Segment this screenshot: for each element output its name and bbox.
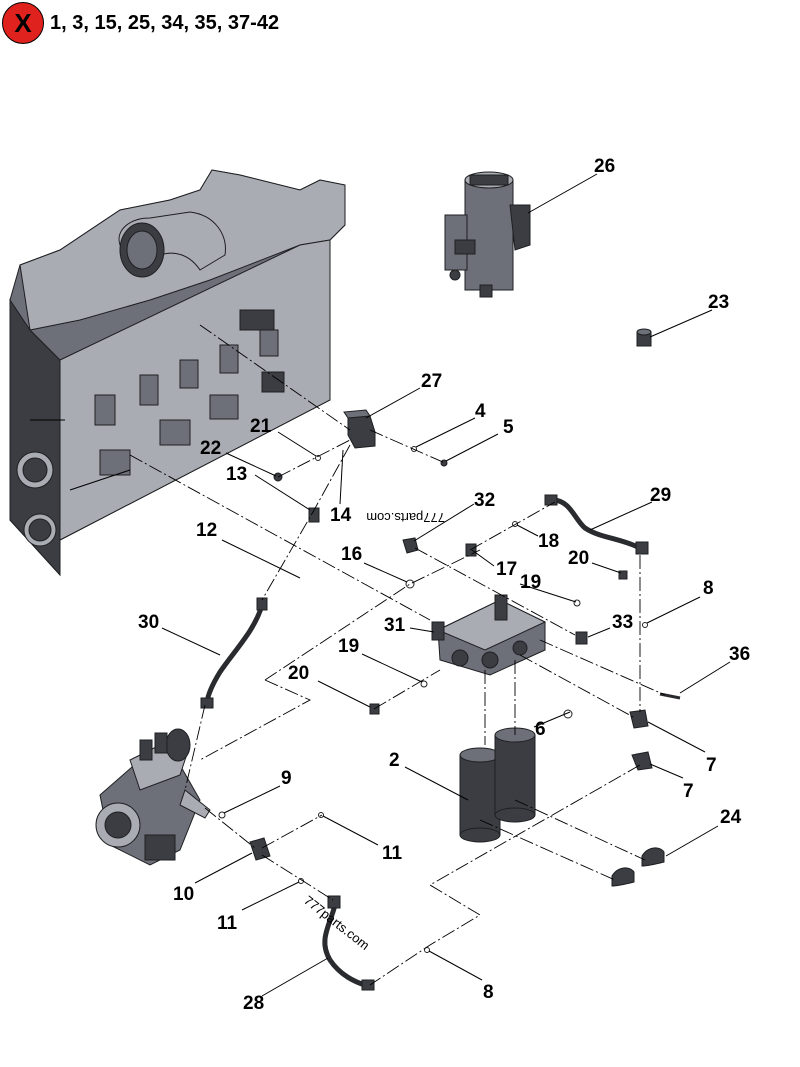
callout-31: 31 <box>384 615 406 636</box>
callout-32: 32 <box>474 490 495 511</box>
part-9-ring <box>218 811 226 819</box>
callout-16: 16 <box>341 544 362 565</box>
callout-30: 30 <box>138 612 159 633</box>
removed-parts-list: 1, 3, 15, 25, 34, 35, 37-42 <box>50 11 280 34</box>
part-28-hose <box>322 895 375 991</box>
callout-numbers: 26 23 27 4 5 21 22 13 14 32 29 18 12 16 … <box>138 156 750 1014</box>
remove-badge-symbol: X <box>14 7 32 38</box>
callout-17: 17 <box>496 559 517 580</box>
part-33-plug <box>575 631 588 645</box>
callout-22: 22 <box>200 438 221 459</box>
callout-13: 13 <box>226 464 247 485</box>
callout-10: 10 <box>173 884 194 905</box>
callout-9: 9 <box>281 768 292 789</box>
removed-parts-note: X 1, 3, 15, 25, 34, 35, 37-42 <box>0 0 279 46</box>
part-17-fitting <box>465 543 477 557</box>
part-8-upper-ring <box>642 622 648 628</box>
callout-8-upper: 8 <box>703 578 714 599</box>
assembly-lines <box>129 324 666 986</box>
callout-6: 6 <box>535 719 546 740</box>
callout-20-upper: 20 <box>568 548 589 569</box>
callout-27: 27 <box>421 371 442 392</box>
part-19-lower-ring <box>420 680 428 688</box>
callout-33: 33 <box>612 612 633 633</box>
callout-7-lower: 7 <box>683 781 694 802</box>
engine-block <box>9 169 346 577</box>
callout-5: 5 <box>503 417 514 438</box>
callout-4: 4 <box>475 401 486 422</box>
callout-29: 29 <box>650 485 671 506</box>
part-24-seal-b <box>641 847 665 867</box>
part-23-plug <box>636 328 652 347</box>
part-21-ring <box>315 455 321 461</box>
part-11-ring-upper <box>318 812 324 818</box>
part-26-filter-housing <box>444 171 531 298</box>
part-30-hose <box>200 597 268 709</box>
callout-21: 21 <box>250 416 272 437</box>
part-20-plug <box>618 570 628 580</box>
watermark-upper: 777parts.com <box>366 510 445 525</box>
callout-28: 28 <box>243 993 264 1014</box>
part-13-connector <box>308 507 320 523</box>
callout-26: 26 <box>594 156 615 177</box>
callout-36: 36 <box>729 644 750 665</box>
callout-24: 24 <box>720 807 742 828</box>
callout-19-upper: 19 <box>520 572 541 593</box>
callout-20-lower: 20 <box>288 663 309 684</box>
callout-14: 14 <box>330 505 352 526</box>
part-29-hose <box>544 494 649 555</box>
part-16-ring <box>405 579 415 589</box>
part-19-ring <box>573 599 581 607</box>
callout-11-lower: 11 <box>217 913 238 934</box>
callout-19-lower: 19 <box>338 636 359 657</box>
part-31-filter-head <box>431 594 547 676</box>
callout-2: 2 <box>389 750 400 771</box>
remove-x-icon: X <box>2 2 44 44</box>
part-7-elbow-upper <box>629 709 649 729</box>
leader-lines <box>161 173 731 997</box>
callout-8-lower: 8 <box>483 982 494 1003</box>
part-24-seal-a <box>611 867 635 887</box>
part-2-filter-elements <box>459 727 536 843</box>
injection-pump <box>95 728 211 866</box>
callout-11-upper: 11 <box>382 843 403 864</box>
callout-12: 12 <box>196 520 217 541</box>
part-7-elbow-lower <box>631 751 653 771</box>
part-10-tee-fitting <box>249 837 271 861</box>
callout-18: 18 <box>538 531 559 552</box>
callout-7-upper: 7 <box>706 755 717 776</box>
callout-23: 23 <box>708 292 729 313</box>
